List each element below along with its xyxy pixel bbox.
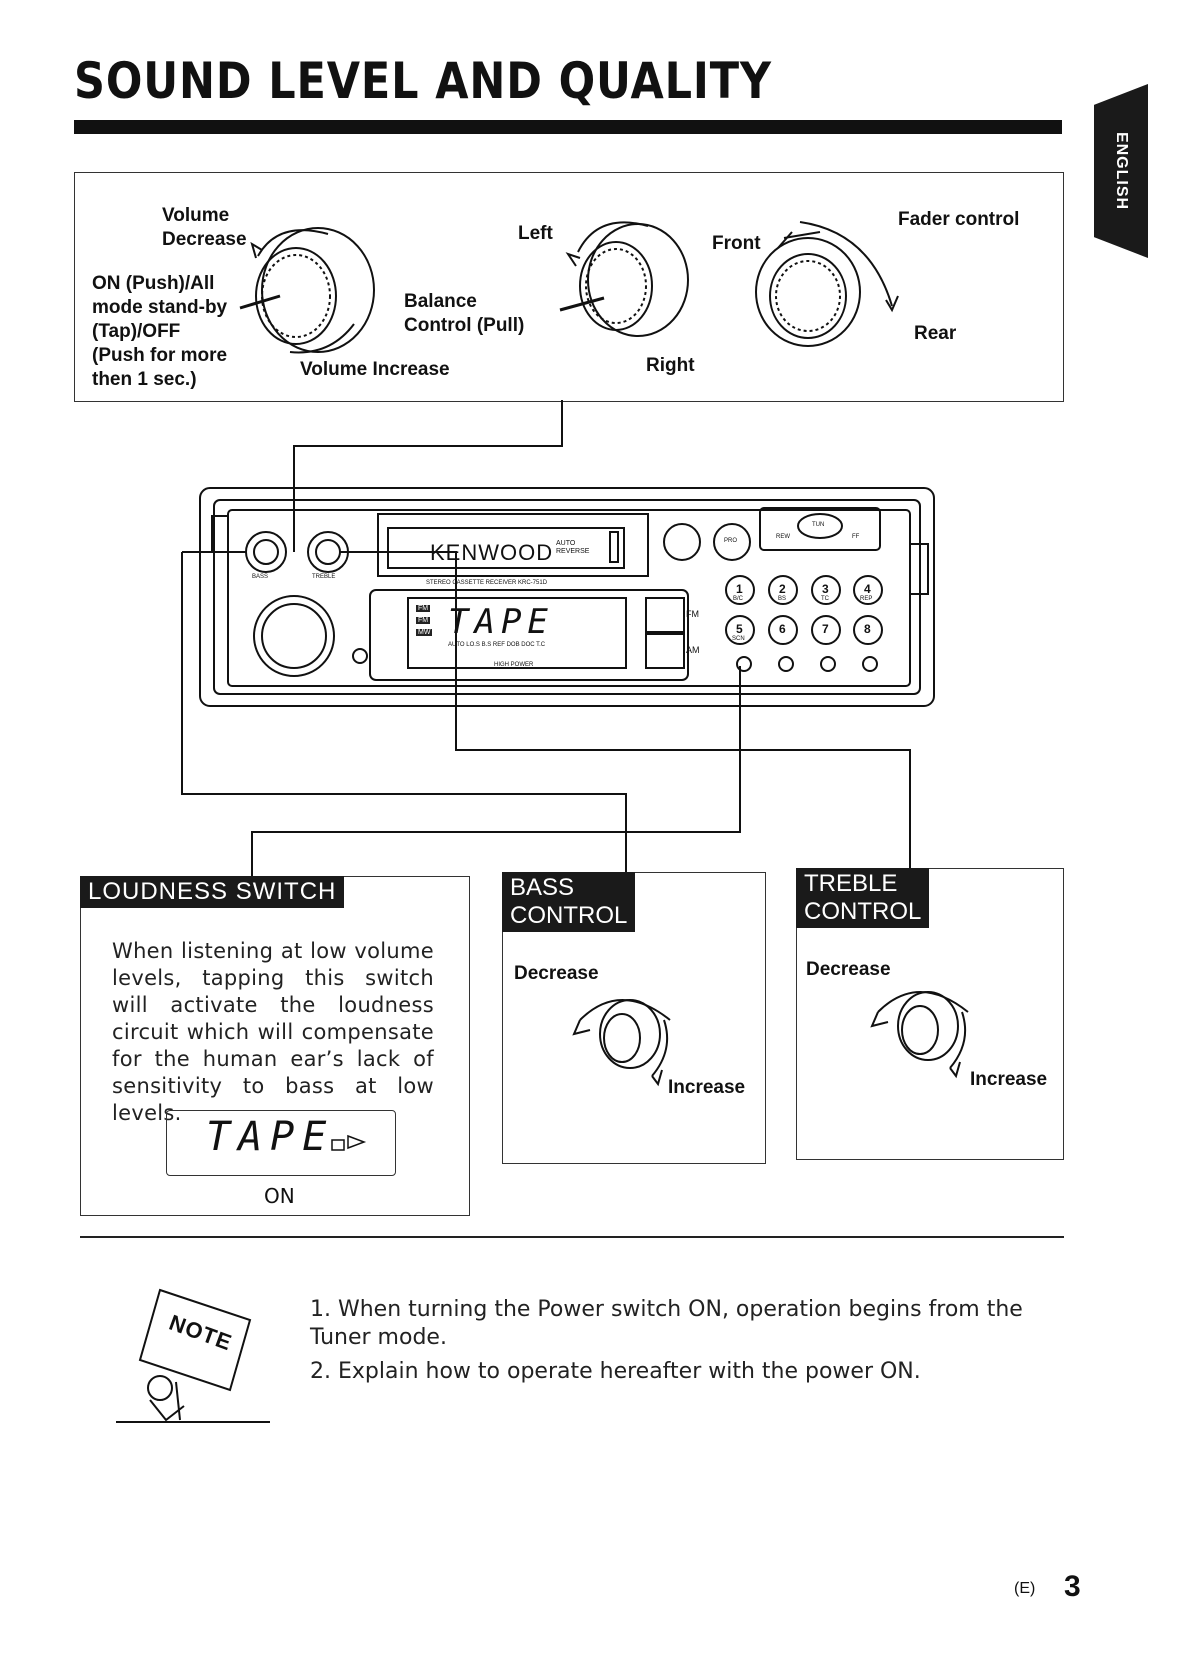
preset-sub-1: B/C <box>733 596 744 602</box>
radio-side-badge-3: MW <box>416 629 433 636</box>
radio-pro-label: PRO <box>724 538 738 544</box>
page-language-code: (E) <box>1014 1580 1036 1597</box>
preset-sub-4: REP <box>860 596 873 602</box>
radio-tun-label: TUN <box>812 522 825 528</box>
bass-decrease-label: Decrease <box>514 963 599 984</box>
bass-knob-rotation-icon <box>572 999 671 1087</box>
volume-main-knob-icon <box>253 595 335 677</box>
radio-model: STEREO CASSETTE RECEIVER KRC-751D <box>426 580 548 586</box>
preset-8: 8 <box>864 622 871 636</box>
bass-knob-icon <box>245 531 287 573</box>
page-title: SOUND LEVEL AND QUALITY <box>74 52 772 110</box>
radio-brand: KENWOOD <box>430 540 554 565</box>
preset-5: 5 <box>736 622 743 636</box>
fader-rear-label: Rear <box>914 323 957 344</box>
radio-display-small: AUTO LO.S B.S REF DOB DOC T.C <box>448 642 546 648</box>
volume-knob-icon <box>239 227 375 354</box>
preset-3: 3 <box>822 582 829 596</box>
fader-knob-icon <box>755 221 899 347</box>
section-divider <box>80 1236 1064 1238</box>
preset-6: 6 <box>779 622 786 636</box>
page-number: 3 <box>1064 1570 1081 1603</box>
radio-rew-label: REW <box>776 534 790 540</box>
radio-side-badge-1: FM <box>416 605 431 612</box>
preset-sub-5: SCN <box>732 636 745 642</box>
radio-power-label: HIGH POWER <box>494 662 534 668</box>
loudness-header: LOUDNESS SWITCH <box>80 876 345 908</box>
treble-header: TREBLE CONTROL <box>796 868 930 928</box>
preset-2: 2 <box>779 582 786 596</box>
bass-header: BASS CONTROL <box>502 872 636 932</box>
fader-control-label: Fader control <box>898 209 1020 230</box>
treble-knob-rotation-icon <box>870 991 969 1079</box>
note-item-2: 2. Explain how to operate hereafter with… <box>310 1359 921 1384</box>
radio-side-badge-2: FM <box>416 617 431 624</box>
radio-brand-sub: AUTO REVERSE <box>556 540 590 555</box>
preset-4: 4 <box>864 582 871 596</box>
loudness-indicator-icon <box>331 1134 367 1151</box>
radio-fm-button: FM <box>686 609 699 619</box>
balance-left-label: Left <box>518 223 553 244</box>
radio-display-text: TAPE <box>448 602 554 642</box>
treble-decrease-label: Decrease <box>806 959 891 980</box>
bass-increase-label: Increase <box>668 1077 746 1098</box>
balance-control-label: Balance Control (Pull) <box>404 291 525 336</box>
radio-am-button: AM <box>686 645 700 655</box>
loudness-display-text: TAPE <box>206 1114 335 1160</box>
preset-7: 7 <box>822 622 829 636</box>
treble-increase-label: Increase <box>970 1069 1048 1090</box>
power-switch-label: ON (Push)/All mode stand-by (Tap)/OFF (P… <box>92 273 228 390</box>
loudness-section <box>80 876 470 1216</box>
radio-bass-label: BASS <box>252 574 269 580</box>
controls-diagram <box>74 172 1064 402</box>
balance-knob-icon <box>559 221 689 337</box>
radio-ff-label: FF <box>852 534 860 540</box>
balance-right-label: Right <box>646 355 695 376</box>
volume-increase-label: Volume Increase <box>300 359 450 380</box>
language-tab: ENGLISH <box>1094 84 1148 258</box>
preset-sub-3: TC <box>821 596 829 602</box>
fader-front-label: Front <box>712 233 761 254</box>
note-mascot-icon <box>116 1288 270 1423</box>
loudness-on-caption: ON <box>264 1184 295 1208</box>
title-rule <box>74 120 1062 134</box>
radio-treble-label: TREBLE <box>312 574 336 580</box>
loudness-description: When listening at low volume levels, tap… <box>112 939 434 1125</box>
preset-sub-2: BS <box>778 596 787 602</box>
loudness-display <box>166 1110 396 1176</box>
volume-decrease-label: Volume Decrease <box>162 205 247 250</box>
note-item-1: 1. When turning the Power switch ON, ope… <box>310 1297 1023 1350</box>
preset-1: 1 <box>736 582 743 596</box>
